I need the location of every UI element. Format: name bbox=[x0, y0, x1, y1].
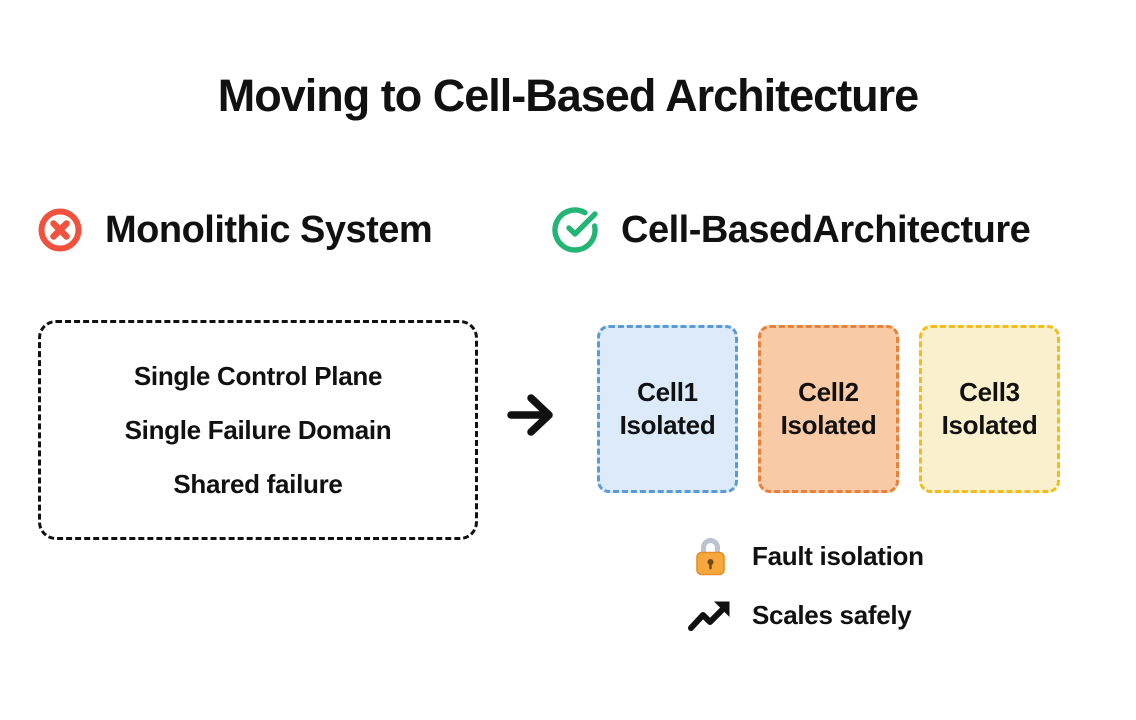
x-circle-icon bbox=[37, 207, 83, 253]
monolithic-item: Single Control Plane bbox=[133, 361, 383, 391]
cell-name: Cell3 bbox=[959, 376, 1020, 407]
trending-up-icon bbox=[688, 599, 732, 632]
right-arrow-icon bbox=[506, 389, 558, 446]
monolithic-heading-row: Monolithic System bbox=[37, 204, 433, 256]
lock-icon bbox=[688, 536, 732, 577]
check-circle-icon bbox=[551, 206, 599, 254]
monolithic-box: Single Control Plane Single Failure Doma… bbox=[38, 320, 478, 540]
benefits-list: Fault isolation Scales safely bbox=[688, 534, 924, 638]
cells-row: Cell1 Isolated Cell2 Isolated Cell3 Isol… bbox=[597, 325, 1060, 493]
cellbased-heading: Cell-BasedArchitecture bbox=[621, 208, 1031, 251]
benefit-label: Scales safely bbox=[752, 600, 912, 630]
cell-name: Cell1 bbox=[637, 376, 698, 407]
cell-1: Cell1 Isolated bbox=[597, 325, 738, 493]
benefit-fault-isolation: Fault isolation bbox=[688, 534, 924, 579]
cellbased-heading-row: Cell-BasedArchitecture bbox=[551, 204, 1031, 256]
benefit-label: Fault isolation bbox=[752, 541, 924, 571]
benefit-scales-safely: Scales safely bbox=[688, 593, 924, 638]
monolithic-item: Single Failure Domain bbox=[124, 415, 392, 445]
cell-status: Isolated bbox=[780, 410, 877, 440]
cell-name: Cell2 bbox=[798, 376, 859, 407]
page-title: Moving to Cell-Based Architecture bbox=[217, 70, 919, 121]
cell-3: Cell3 Isolated bbox=[919, 325, 1060, 493]
cell-2: Cell2 Isolated bbox=[758, 325, 899, 493]
monolithic-heading: Monolithic System bbox=[105, 208, 433, 251]
cell-status: Isolated bbox=[619, 410, 716, 440]
cell-status: Isolated bbox=[941, 410, 1038, 440]
monolithic-item: Shared failure bbox=[173, 469, 343, 499]
